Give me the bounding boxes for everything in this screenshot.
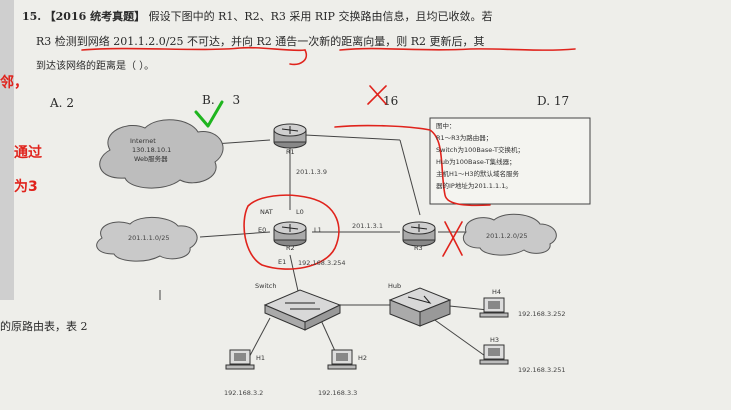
- link-r1-r3b: [399, 139, 421, 216]
- legend-line-5: 器的IP地址为201.1.1.1。: [436, 182, 512, 190]
- cross-c-2: [367, 85, 387, 105]
- option-c[interactable]: 16: [383, 94, 398, 108]
- net-right-label: 201.1.2.0/25: [486, 232, 528, 240]
- router-r2: [273, 221, 307, 247]
- r2-l1-label: L1: [314, 226, 322, 234]
- r2r3-ip: 201.1.3.1: [352, 222, 384, 230]
- link-r1-r3a: [304, 134, 401, 141]
- legend-box: [429, 117, 591, 205]
- question-text-1: 假设下图中的 R1、R2、R3 采用 RIP 交换路由信息，且均已收敛。若: [148, 10, 493, 23]
- h2-ip: 192.168.3.3: [318, 389, 358, 397]
- h4-ip: 192.168.3.252: [518, 310, 566, 318]
- legend-title: 图中：: [436, 122, 456, 130]
- r2-e0-label: E0: [258, 226, 267, 234]
- option-a-value: 2: [66, 96, 74, 110]
- host-h3-icon: [479, 344, 509, 365]
- r3-label: R3: [414, 244, 423, 252]
- r1-link-ip: 201.1.3.9: [296, 168, 328, 176]
- r2-l0-label: L0: [296, 208, 304, 216]
- r2-e1-ip: 192.168.3.254: [298, 259, 346, 267]
- internet-title: Internet: [130, 137, 156, 145]
- option-b-value: 3: [232, 93, 241, 107]
- option-a[interactable]: A. 2: [50, 96, 74, 110]
- left-margin-strip: [0, 0, 14, 300]
- underline-3: [289, 49, 308, 66]
- link-hub-h3: [431, 317, 489, 359]
- option-a-letter: A.: [50, 96, 63, 110]
- legend-line-1: R1～R3为路由器；: [436, 134, 493, 142]
- annotation-red-3: 为3: [14, 179, 38, 195]
- h1-ip: 192.168.3.2: [224, 389, 264, 397]
- internet-cloud: [99, 119, 224, 189]
- underline-1: [81, 46, 306, 52]
- question-number: 15.: [22, 10, 42, 23]
- right-network-cloud: [462, 213, 557, 256]
- net-left-label: 201.1.1.0/25: [128, 234, 170, 242]
- option-b-letter: B.: [202, 93, 215, 107]
- underline-2: [339, 47, 576, 51]
- cross-x-2: [442, 221, 463, 257]
- legend-line-2: Switch为100Base-T交换机；: [436, 146, 524, 154]
- question-line-1: 15. 【2016 统考真题】 假设下图中的 R1、R2、R3 采用 RIP 交…: [22, 8, 492, 24]
- legend-line-3: Hub为100Base-T集线器；: [436, 158, 516, 166]
- host-h2-icon: [327, 349, 357, 370]
- option-d-value: 17: [553, 94, 570, 108]
- left-network-cloud: [96, 217, 198, 262]
- hub-device: [388, 287, 452, 327]
- r1-label: R1: [286, 148, 295, 156]
- hub-label: Hub: [388, 282, 402, 290]
- option-b[interactable]: B. 3: [202, 93, 240, 107]
- host-h1-icon: [225, 349, 255, 370]
- question-line-3: 到达该网络的距离是（ ）。: [36, 61, 155, 72]
- option-c-value: 16: [383, 94, 399, 108]
- r2-label: R2: [286, 244, 295, 252]
- h3-label: H3: [490, 336, 500, 344]
- nat-label: NAT: [260, 208, 273, 216]
- router-r1: [273, 123, 307, 149]
- option-d[interactable]: D. 17: [537, 94, 569, 108]
- switch-label: Switch: [255, 282, 277, 290]
- h2-label: H2: [358, 354, 368, 362]
- h1-label: H1: [256, 354, 266, 362]
- annotation-red-1: 邻，: [0, 75, 28, 91]
- router-r3: [402, 221, 436, 247]
- r2-e1-label: E1: [278, 258, 287, 266]
- red-handwriting: [81, 46, 576, 270]
- internet-ip: 130.18.10.1: [132, 146, 172, 154]
- option-d-letter: D.: [537, 94, 551, 108]
- r2-circle: [243, 194, 340, 270]
- r3-loop: [334, 124, 491, 207]
- annotation-red-2: 通过: [14, 145, 42, 161]
- internet-sub: Web服务器: [134, 155, 168, 163]
- switch-device: [263, 289, 342, 331]
- h4-label: H4: [492, 288, 502, 296]
- link-net-left-r2: [199, 231, 271, 238]
- host-h4-icon: [479, 297, 509, 318]
- bottom-text-fragment: 的原路由表，表 2: [0, 320, 88, 333]
- check-mark-icon: [194, 100, 224, 128]
- h3-ip: 192.168.3.251: [518, 366, 566, 374]
- question-source: 【2016 统考真题】: [44, 10, 146, 23]
- legend-line-4: 主机H1～H3的默认域名服务: [436, 170, 520, 178]
- question-line-2: R3 检测到网络 201.1.2.0/25 不可达，并向 R2 通告一次新的距离…: [36, 35, 485, 48]
